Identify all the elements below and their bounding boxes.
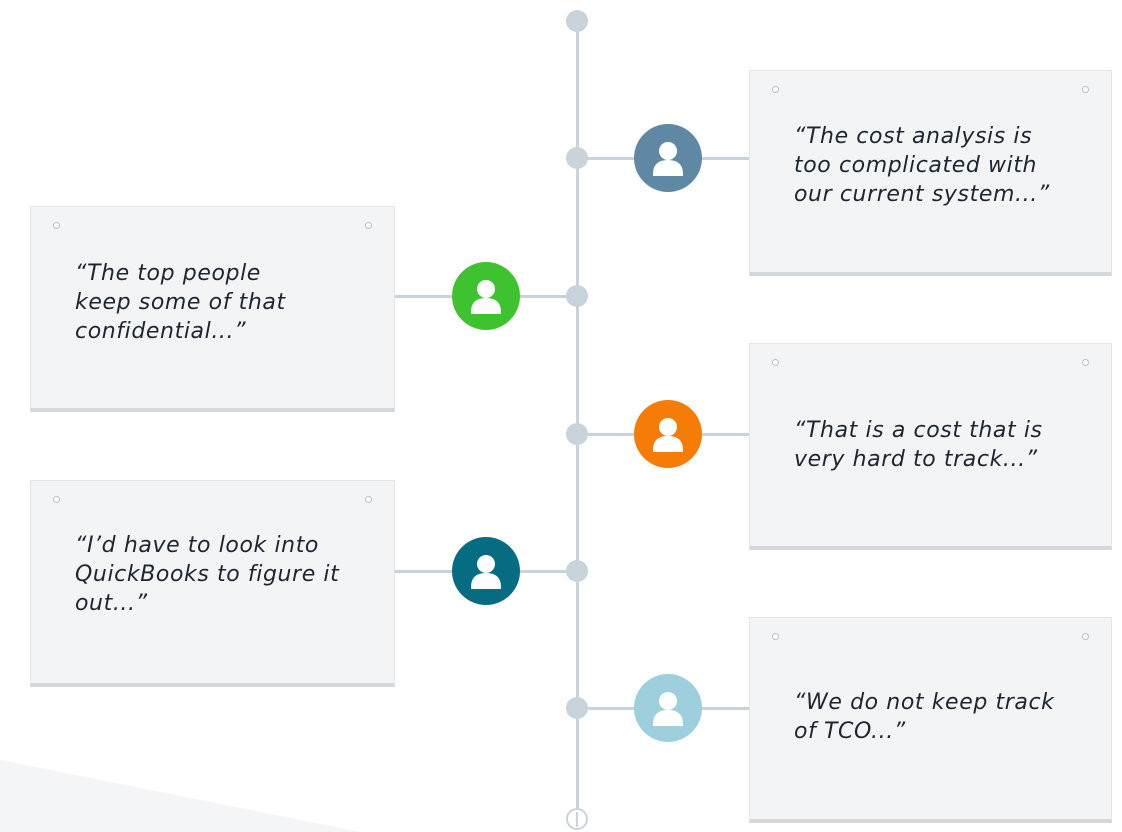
avatar — [452, 537, 520, 605]
pin-icon — [53, 222, 60, 229]
pin-icon — [1082, 86, 1089, 93]
quote-card: “That is a cost that is very hard to tra… — [749, 343, 1112, 550]
quote-text: “The cost analysis is too complicated wi… — [794, 124, 1050, 207]
pin-icon — [772, 359, 779, 366]
quote-text: “That is a cost that is very hard to tra… — [794, 418, 1043, 472]
quote-text: “We do not keep track of TCO...” — [794, 690, 1055, 744]
person-icon — [653, 692, 683, 726]
pin-icon — [53, 496, 60, 503]
pin-icon — [365, 496, 372, 503]
quote-card: “The top people keep some of that confid… — [30, 206, 395, 412]
person-icon — [471, 555, 501, 589]
pin-icon — [772, 86, 779, 93]
pin-icon — [1082, 633, 1089, 640]
avatar — [452, 262, 520, 330]
quote-card: “We do not keep track of TCO...” — [749, 617, 1112, 823]
person-icon — [471, 280, 501, 314]
person-icon — [653, 418, 683, 452]
timeline-node — [566, 147, 588, 169]
pin-icon — [772, 633, 779, 640]
quote-text: “I’d have to look into QuickBooks to fig… — [75, 533, 340, 616]
quote-card: “I’d have to look into QuickBooks to fig… — [30, 480, 395, 687]
person-icon — [653, 142, 683, 176]
avatar — [634, 400, 702, 468]
timeline-spine — [576, 20, 579, 820]
pin-icon — [1082, 359, 1089, 366]
timeline-start-node — [566, 10, 588, 32]
quote-card: “The cost analysis is too complicated wi… — [749, 70, 1112, 276]
avatar — [634, 124, 702, 192]
quote-text: “The top people keep some of that confid… — [75, 261, 286, 344]
avatar — [634, 674, 702, 742]
timeline-node — [566, 423, 588, 445]
timeline-end-node — [566, 808, 588, 830]
timeline-node — [566, 697, 588, 719]
pin-icon — [365, 222, 372, 229]
